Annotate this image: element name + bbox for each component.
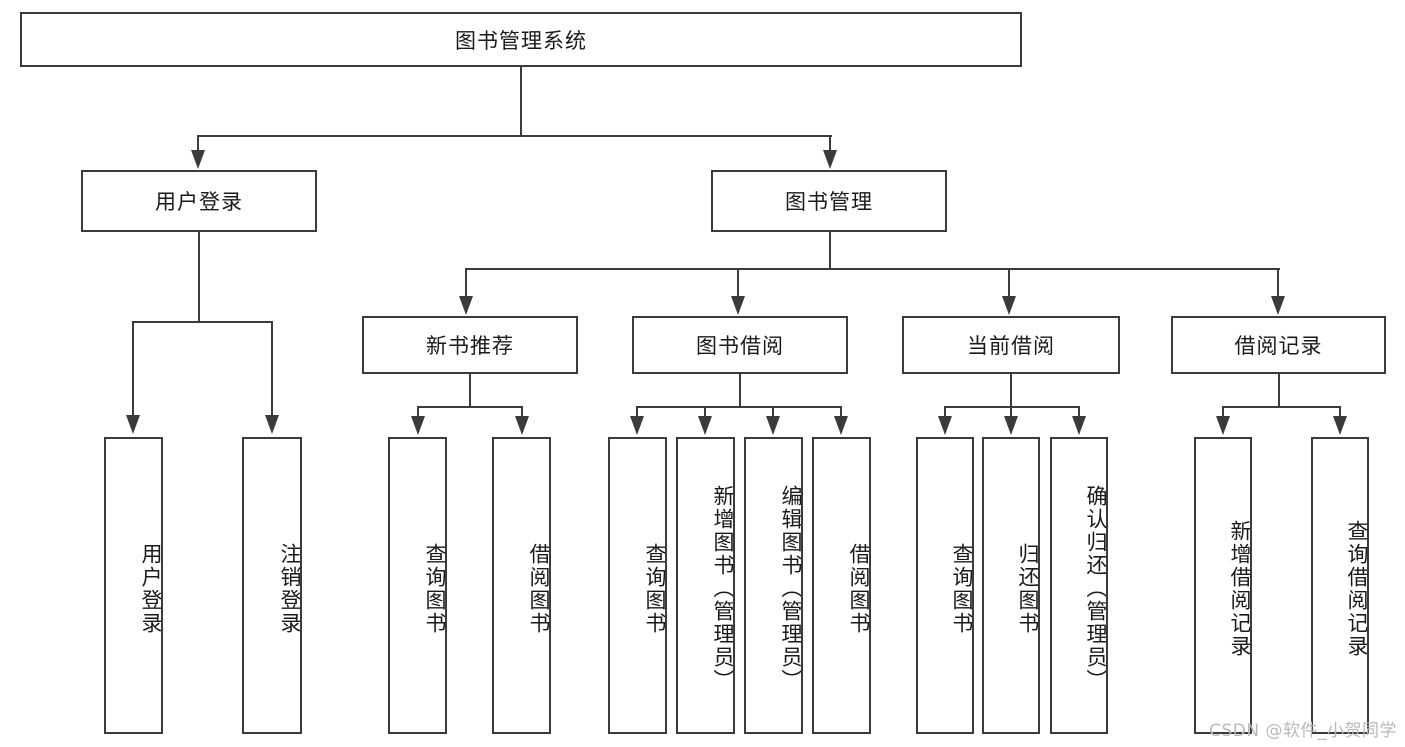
- edge-drop-leaf-add-borrow-record: [1222, 406, 1224, 418]
- node-current-borrow[interactable]: 当前借阅: [902, 316, 1120, 374]
- arrowhead-borrow-record: [1271, 296, 1285, 315]
- leaf-confirm-return-label: 确认归还（管理员）: [1084, 485, 1108, 692]
- arrowhead-leaf-borrow-book-1: [515, 416, 529, 435]
- arrowhead-user-login: [191, 150, 205, 169]
- node-book-manage[interactable]: 图书管理: [711, 170, 947, 232]
- leaf-add-borrow-record[interactable]: 新增借阅记录: [1194, 437, 1252, 734]
- arrowhead-leaf-return-book: [1004, 416, 1018, 435]
- edge-drop-new-book-recommend: [465, 268, 467, 298]
- arrowhead-leaf-edit-book: [766, 416, 780, 435]
- edge-level3-bus: [466, 268, 1280, 270]
- leaf-add-borrow-record-label: 新增借阅记录: [1228, 519, 1252, 658]
- edge-root-stem: [520, 67, 522, 136]
- arrowhead-leaf-query-borrow-record: [1333, 416, 1347, 435]
- leaf-query-borrow-record[interactable]: 查询借阅记录: [1311, 437, 1369, 734]
- leaf-borrow-book-2-label: 借阅图书: [847, 542, 871, 635]
- leaf-add-book[interactable]: 新增图书（管理员）: [676, 437, 735, 734]
- node-borrow-record-label: 借阅记录: [1234, 334, 1323, 358]
- leaf-borrow-book-2[interactable]: 借阅图书: [812, 437, 871, 734]
- leaf-user-login[interactable]: 用户登录: [104, 437, 163, 734]
- edge-drop-leaf-query-book-2: [636, 406, 638, 418]
- edge-book-borrow-stem: [739, 374, 741, 407]
- edge-drop-leaf-logout-login: [271, 321, 273, 417]
- edge-drop-leaf-borrow-book-1: [521, 406, 523, 418]
- arrowhead-leaf-add-borrow-record: [1216, 416, 1230, 435]
- leaf-confirm-return[interactable]: 确认归还（管理员）: [1050, 437, 1108, 734]
- edge-borrow-record-bus: [1223, 406, 1340, 408]
- leaf-user-login-label: 用户登录: [139, 542, 163, 635]
- arrowhead-leaf-query-book-1: [411, 416, 425, 435]
- edge-user-login-bus: [133, 321, 273, 323]
- leaf-query-book-1-label: 查询图书: [423, 542, 447, 635]
- edge-book-borrow-bus: [637, 406, 842, 408]
- leaf-edit-book-label: 编辑图书（管理员）: [779, 485, 803, 692]
- leaf-query-borrow-record-label: 查询借阅记录: [1345, 519, 1369, 658]
- node-book-borrow-label: 图书借阅: [696, 334, 784, 358]
- node-borrow-record[interactable]: 借阅记录: [1171, 316, 1386, 374]
- leaf-logout-login-label: 注销登录: [278, 542, 302, 635]
- edge-drop-borrow-record: [1277, 268, 1279, 298]
- arrowhead-leaf-query-book-3: [938, 416, 952, 435]
- leaf-query-book-2-label: 查询图书: [643, 542, 667, 635]
- leaf-query-book-3[interactable]: 查询图书: [916, 437, 974, 734]
- arrowhead-leaf-logout-login: [265, 415, 279, 434]
- edge-drop-leaf-edit-book: [772, 406, 774, 418]
- leaf-return-book[interactable]: 归还图书: [982, 437, 1040, 734]
- leaf-query-book-1[interactable]: 查询图书: [388, 437, 447, 734]
- edge-book-manage-stem: [829, 232, 831, 269]
- arrowhead-book-borrow: [731, 296, 745, 315]
- arrowhead-leaf-add-book: [698, 416, 712, 435]
- edge-user-login-stem: [198, 232, 200, 322]
- edge-drop-leaf-add-book: [704, 406, 706, 418]
- edge-drop-leaf-borrow-book-2: [840, 406, 842, 418]
- edge-current-borrow-stem: [1010, 374, 1012, 407]
- node-current-borrow-label: 当前借阅: [967, 334, 1055, 358]
- edge-drop-book-borrow: [737, 268, 739, 298]
- node-new-book-recommend-label: 新书推荐: [426, 334, 514, 358]
- leaf-edit-book[interactable]: 编辑图书（管理员）: [744, 437, 803, 734]
- leaf-add-book-label: 新增图书（管理员）: [711, 485, 735, 692]
- arrowhead-leaf-borrow-book-2: [834, 416, 848, 435]
- node-book-manage-label: 图书管理: [785, 190, 873, 214]
- arrowhead-leaf-query-book-2: [630, 416, 644, 435]
- edge-drop-book-manage: [829, 135, 831, 152]
- edge-new-book-recommend-bus: [418, 406, 522, 408]
- edge-drop-leaf-return-book: [1010, 406, 1012, 418]
- node-user-login-label: 用户登录: [155, 190, 243, 214]
- leaf-return-book-label: 归还图书: [1016, 542, 1040, 635]
- arrowhead-leaf-confirm-return: [1072, 416, 1086, 435]
- leaf-borrow-book-1-label: 借阅图书: [527, 542, 551, 635]
- edge-borrow-record-stem: [1278, 374, 1280, 407]
- arrowhead-book-manage: [823, 150, 837, 169]
- edge-drop-leaf-confirm-return: [1078, 406, 1080, 418]
- arrowhead-leaf-user-login: [126, 415, 140, 434]
- edge-drop-leaf-user-login: [132, 321, 134, 417]
- edge-new-book-recommend-stem: [469, 374, 471, 407]
- leaf-query-book-3-label: 查询图书: [950, 542, 974, 635]
- edge-level2-bus: [198, 135, 832, 137]
- arrowhead-current-borrow: [1002, 296, 1016, 315]
- node-new-book-recommend[interactable]: 新书推荐: [362, 316, 578, 374]
- node-root[interactable]: 图书管理系统: [20, 12, 1022, 67]
- node-user-login[interactable]: 用户登录: [81, 170, 317, 232]
- leaf-query-book-2[interactable]: 查询图书: [608, 437, 667, 734]
- node-root-label: 图书管理系统: [455, 28, 587, 53]
- edge-drop-leaf-query-book-1: [417, 406, 419, 418]
- edge-drop-leaf-query-borrow-record: [1339, 406, 1341, 418]
- edge-current-borrow-bus: [945, 406, 1079, 408]
- arrowhead-new-book-recommend: [459, 296, 473, 315]
- watermark: CSDN @软件_小贺同学: [1209, 721, 1397, 741]
- node-book-borrow[interactable]: 图书借阅: [632, 316, 848, 374]
- edge-drop-leaf-query-book-3: [944, 406, 946, 418]
- leaf-logout-login[interactable]: 注销登录: [242, 437, 302, 734]
- edge-drop-current-borrow: [1008, 268, 1010, 298]
- leaf-borrow-book-1[interactable]: 借阅图书: [492, 437, 551, 734]
- edge-drop-user-login: [197, 135, 199, 152]
